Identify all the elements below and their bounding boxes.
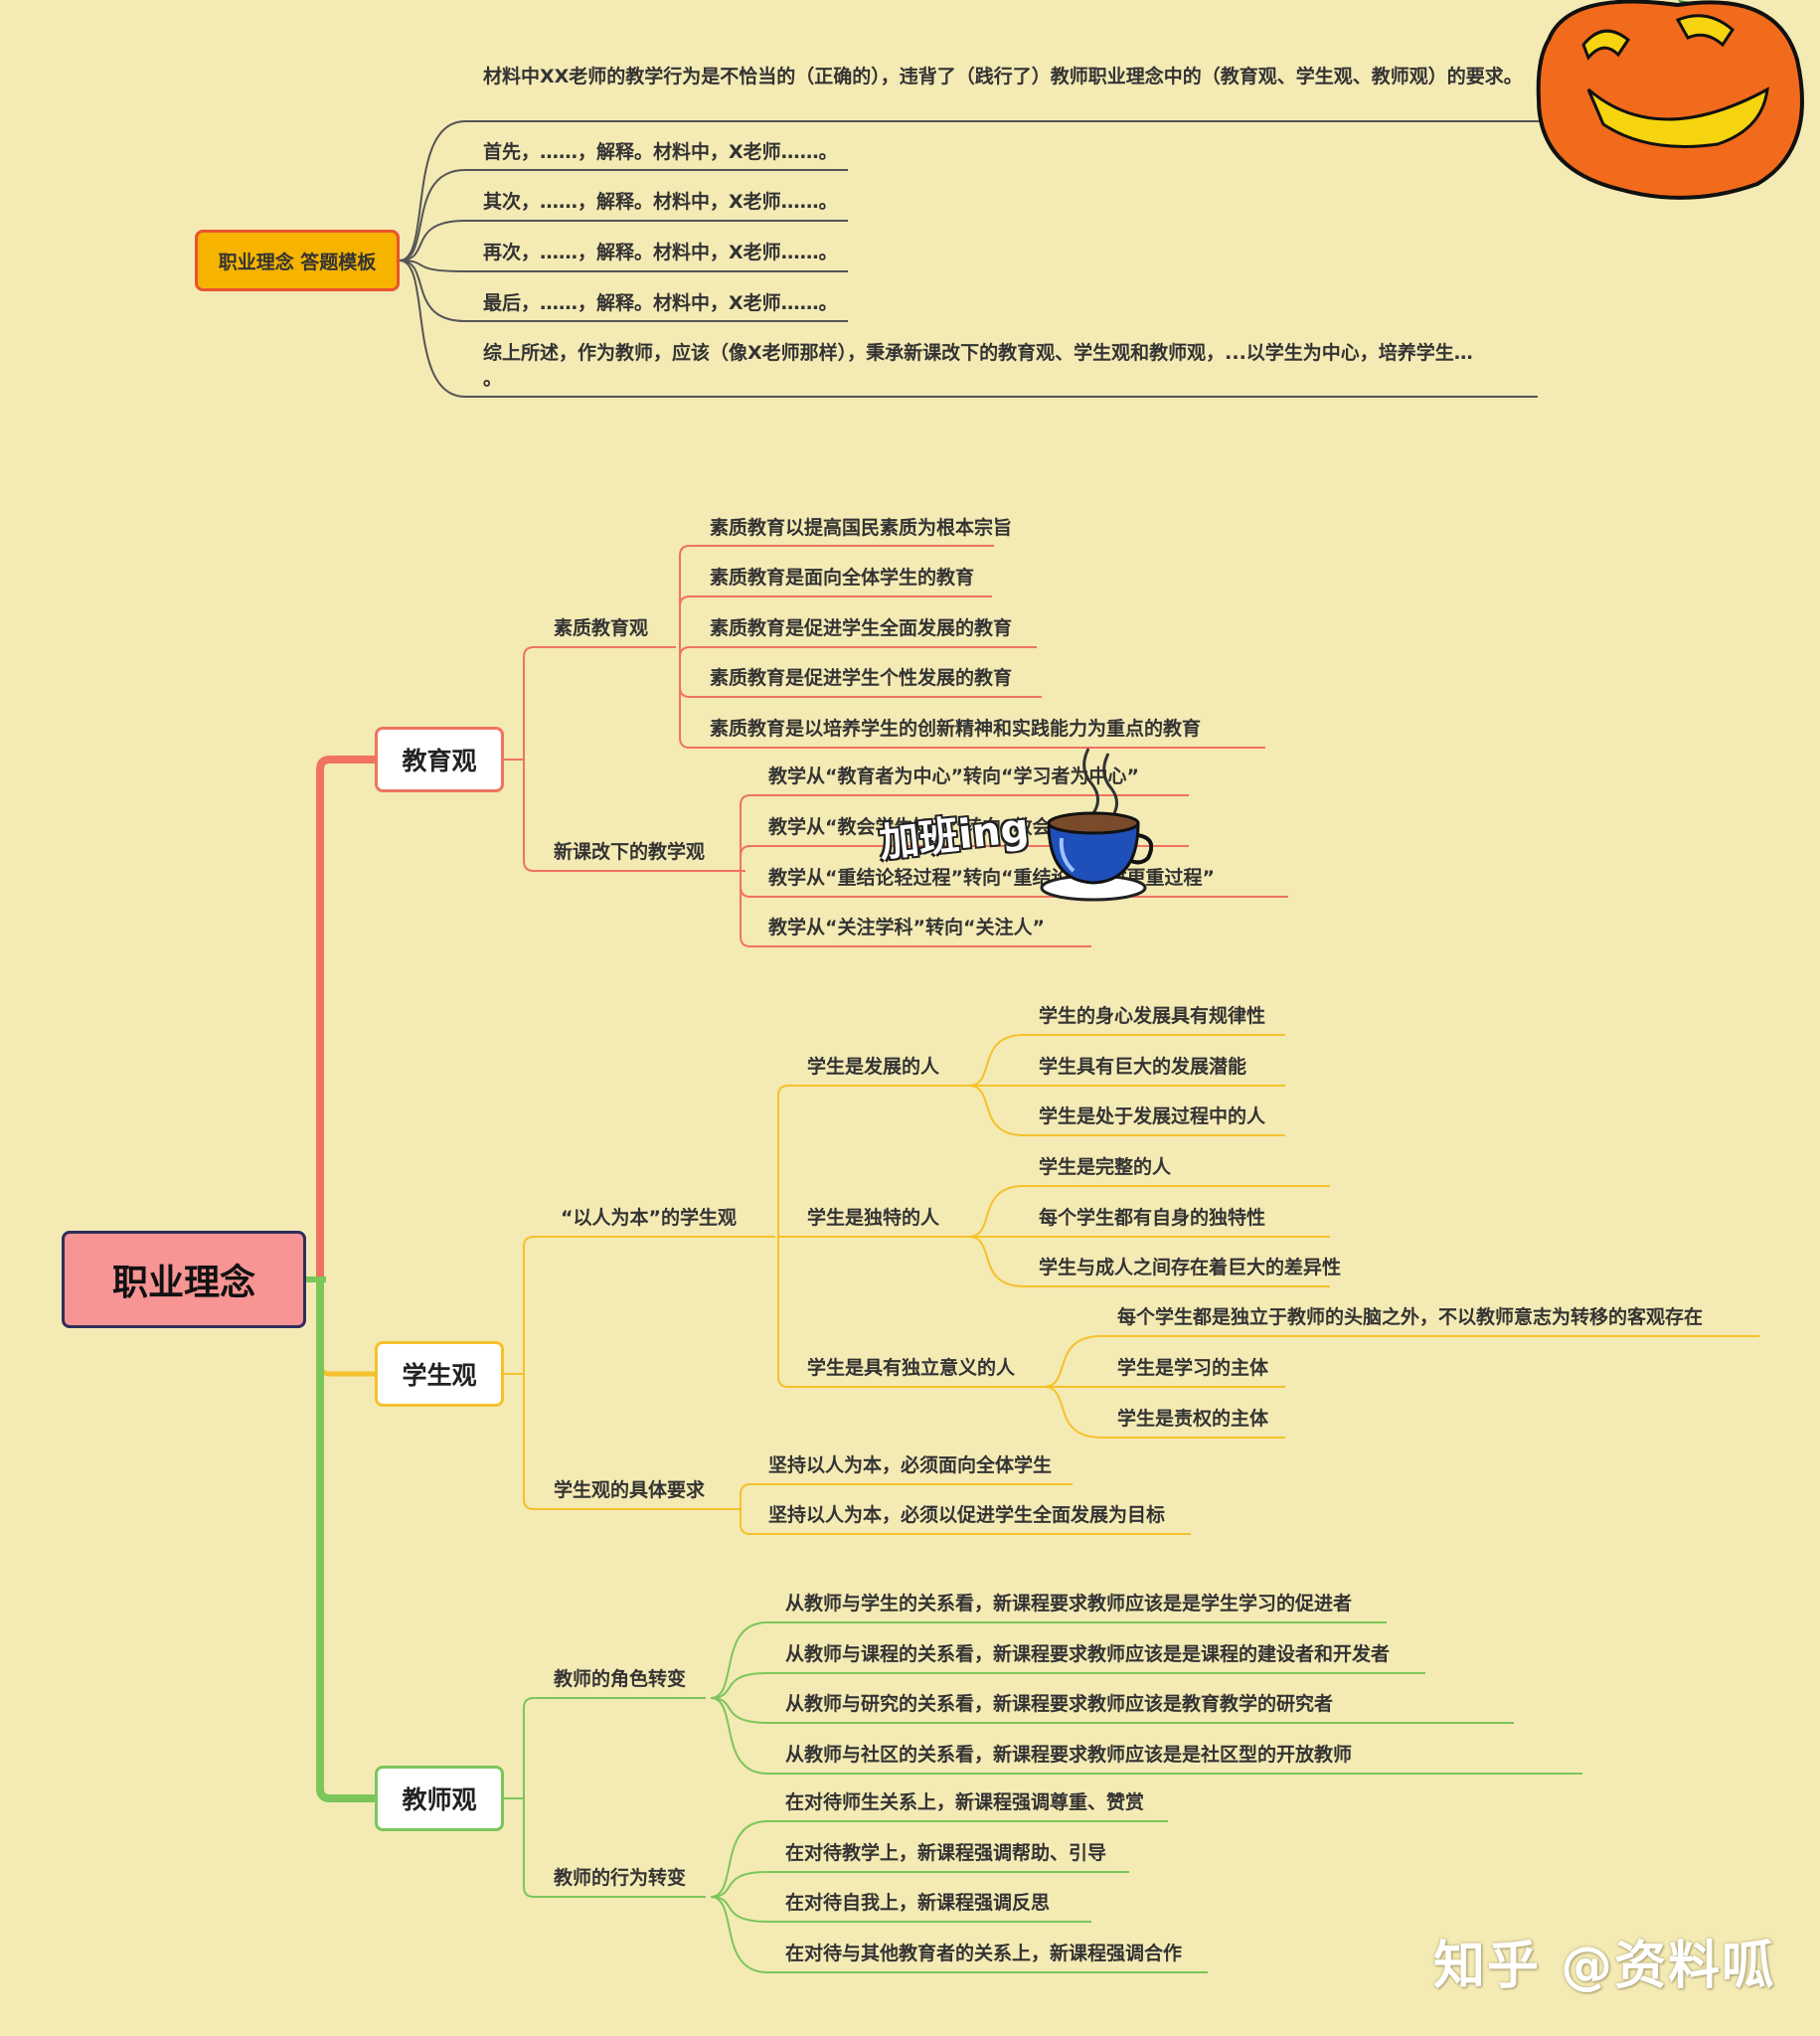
requirement-item-1: 坚持以人为本，必须以促进学生全面发展为目标 [768,1504,1166,1526]
trunk-teacher [316,1279,375,1802]
quality-connector [679,646,696,658]
unique-item-0: 学生是完整的人 [1039,1156,1172,1178]
unique-connector [968,1236,1025,1287]
requirements-label: 学生观的具体要求 [554,1479,706,1501]
teaching-item-0: 教学从“教育者为中心”转向“学习者为中心” [768,765,1139,787]
requirement-item-0: 坚持以人为本，必须面向全体学生 [768,1454,1053,1476]
behavior-item-2: 在对待自我上，新课程强调反思 [785,1892,1051,1914]
tea-role [523,1697,706,1798]
behavior-connector [710,1820,768,1898]
behavior-change-label: 教师的行为转变 [554,1867,687,1889]
teaching-connector [740,871,753,947]
teaching-connector [740,845,753,871]
template-connector [399,169,466,261]
role-connector [710,1672,768,1699]
behavior-connector [710,1896,768,1973]
template-item-3: 再次，……，解释。材料中，X老师……。 [483,242,838,263]
student-label: 学生观 [402,1361,477,1390]
root-node: 职业理念 [62,1231,306,1328]
people-indep [777,1237,795,1388]
teaching-connector [740,871,753,898]
education-label: 教育观 [402,747,477,775]
developing-item-2: 学生是处于发展过程中的人 [1039,1105,1266,1127]
req-connector [740,1483,753,1509]
role-change-label: 教师的角色转变 [554,1668,687,1690]
role-item-0: 从教师与学生的关系看，新课程要求教师应该是是学生学习的促进者 [785,1593,1353,1614]
template-connector [399,259,466,322]
role-connector [710,1697,768,1775]
quality-connector [679,647,696,698]
quality-connector [679,647,696,749]
role-item-2: 从教师与研究的关系看，新课程要求教师应该是教育教学的研究者 [785,1693,1334,1715]
people-oriented-label: “以人为本”的学生观 [561,1207,737,1229]
education-node: 教育观 [375,727,504,792]
dev-connector [968,1034,1025,1087]
behavior-item-1: 在对待教学上，新课程强调帮助、引导 [785,1842,1107,1864]
stu-req [523,1374,741,1510]
quality-item-3: 素质教育是促进学生个性发展的教育 [710,667,1013,689]
unique-item-2: 学生与成人之间存在着巨大的差异性 [1039,1257,1342,1278]
role-connector [710,1697,768,1724]
stu-people [523,1236,775,1374]
unique-item-1: 每个学生都有自身的独特性 [1039,1207,1266,1229]
template-item-5: 综上所述，作为教师，应该（像X老师那样），秉承新课改下的教育观、学生观和教师观，… [483,342,1473,390]
tea-behavior [523,1798,706,1898]
coffee-cup-icon [1040,748,1153,902]
teaching-item-1: 教学从“教会学生知识”转向“教会学生学习” [768,816,1139,838]
independent-item-2: 学生是责权的主体 [1117,1408,1269,1430]
behavior-connector [710,1871,768,1898]
teacher-node: 教师观 [375,1766,504,1831]
template-item-2: 其次，……，解释。材料中，X老师……。 [483,191,838,213]
quality-item-4: 素质教育是以培养学生的创新精神和实践能力为重点的教育 [710,718,1202,740]
quality-connector [679,595,696,647]
template-item-0: 材料中XX老师的教学行为是不恰当的（正确的），违背了（践行了）教师职业理念中的（… [483,66,1523,87]
teaching-item-3: 教学从“关注学科”转向“关注人” [768,917,1045,938]
template-connector [399,120,466,261]
req-connector [740,1509,753,1535]
quality-education-label: 素质教育观 [554,617,649,639]
quality-item-0: 素质教育以提高国民素质为根本宗旨 [710,517,1013,539]
template-connector [399,259,466,272]
root-label: 职业理念 [111,1263,255,1303]
indep-connector [1043,1386,1102,1439]
independent-item-0: 每个学生都是独立于教师的头脑之外，不以教师意志为转移的客观存在 [1117,1306,1704,1328]
watermark: 知乎 @资料呱 [1433,1937,1776,1996]
dev-connector [968,1085,1025,1136]
template-connector [399,220,466,261]
trunk-education [316,756,375,1279]
behavior-item-0: 在对待师生关系上，新课程强调尊重、赞赏 [785,1791,1145,1813]
template-connector [399,259,466,398]
teaching-connector [740,794,753,871]
people-dev [777,1085,795,1237]
student-node: 学生观 [375,1341,504,1407]
pumpkin-icon [1536,0,1804,200]
template-item-4: 最后，……，解释。材料中，X老师……。 [483,292,838,314]
behavior-connector [710,1896,768,1923]
quality-item-2: 素质教育是促进学生全面发展的教育 [710,617,1013,639]
template-title: 职业理念 答题模板 [218,251,377,273]
developing-item-1: 学生具有巨大的发展潜能 [1039,1056,1247,1078]
behavior-item-3: 在对待与其他教育者的关系上，新课程强调合作 [785,1943,1183,1964]
edu-teaching [523,760,745,872]
template-title-box: 职业理念 答题模板 [195,230,400,291]
developing-label: 学生是发展的人 [807,1056,940,1078]
indep-connector [1043,1335,1102,1388]
unique-label: 学生是独特的人 [807,1207,940,1229]
role-item-3: 从教师与社区的关系看，新课程要求教师应该是是社区型的开放教师 [785,1744,1353,1766]
developing-item-0: 学生的身心发展具有规律性 [1039,1005,1266,1027]
role-item-1: 从教师与课程的关系看，新课程要求教师应该是是课程的建设者和开发者 [785,1643,1391,1665]
template-item-1: 首先，……，解释。材料中，X老师……。 [483,141,838,163]
quality-item-1: 素质教育是面向全体学生的教育 [710,567,975,589]
trunk-student [317,1279,375,1377]
teaching-view-label: 新课改下的教学观 [554,841,706,863]
unique-connector [968,1185,1025,1238]
teacher-label: 教师观 [402,1785,477,1814]
independent-item-1: 学生是学习的主体 [1117,1357,1269,1379]
independent-label: 学生是具有独立意义的人 [807,1357,1016,1379]
quality-connector [679,545,696,647]
role-connector [710,1621,768,1699]
edu-quality [523,646,676,760]
